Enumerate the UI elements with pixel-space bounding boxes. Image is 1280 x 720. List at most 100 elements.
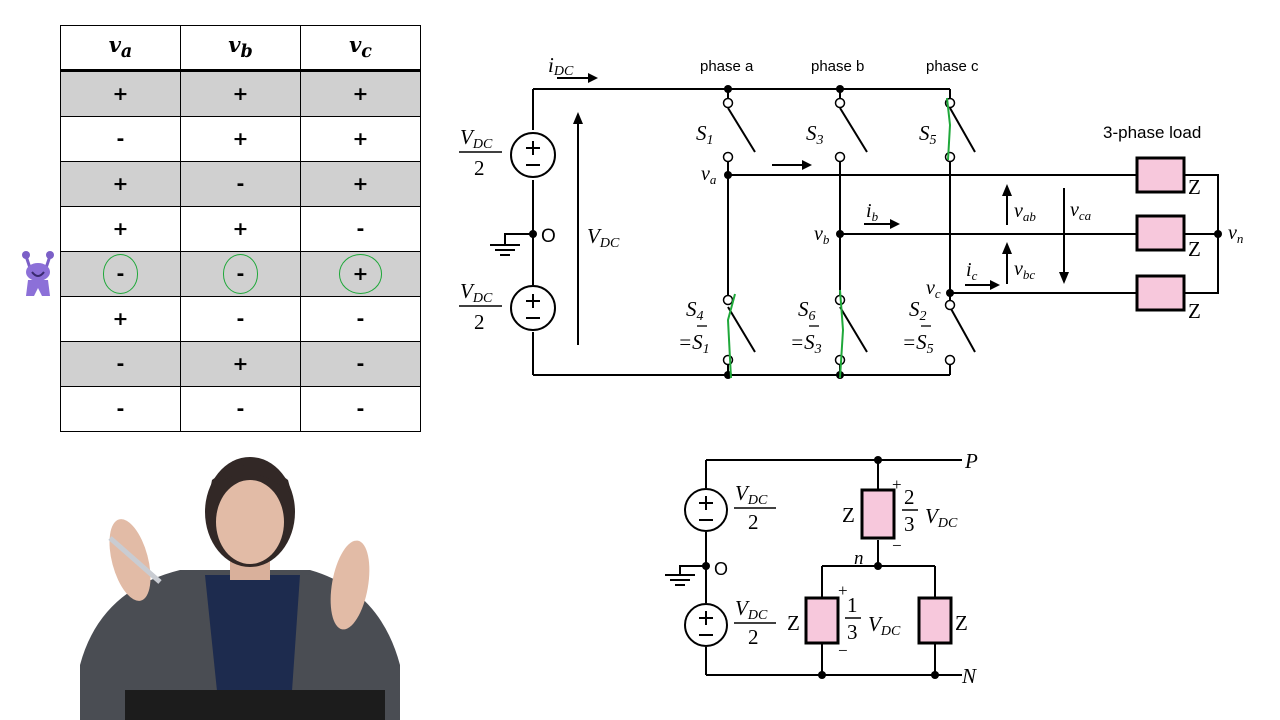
cell-sign: - <box>356 308 365 330</box>
switch-s1-label: S1 <box>696 121 714 148</box>
current-ic-label: ic <box>966 259 978 283</box>
source-lower-numerator: VDC <box>460 279 493 306</box>
cell-sign: - <box>116 398 125 420</box>
mascot-icon <box>22 251 54 296</box>
load-a-z-label: Z <box>1188 175 1201 199</box>
cell-sign: + <box>112 173 129 195</box>
table-cell: - <box>180 161 301 207</box>
table-cell: + <box>300 70 421 117</box>
current-ib-label: ib <box>866 200 879 224</box>
table-row: + - - <box>60 296 421 342</box>
presenter-left-hand <box>109 519 151 601</box>
eq-ground-label: O <box>714 559 728 579</box>
table-cell: + <box>300 161 421 207</box>
table-cell: - <box>60 341 181 387</box>
switching-state-table: va vb vc +++-+++-+++---++---+---- <box>60 25 421 432</box>
switch-s6-label: S6 <box>798 297 816 324</box>
eq-source-lower-num: VDC <box>735 596 768 623</box>
lower-voltage-v: VDC <box>868 612 901 639</box>
load-label: 3-phase load <box>1103 123 1201 142</box>
cell-sign: - <box>116 128 125 150</box>
upper-minus-sign: − <box>892 536 902 555</box>
neutral-n-label: n <box>854 548 864 569</box>
cell-sign: + <box>232 128 249 150</box>
load-b-box <box>1135 214 1186 252</box>
switch-s4-label: S4 <box>686 297 704 324</box>
header-vc: vc <box>300 25 421 72</box>
upper-plus-sign: + <box>892 475 902 494</box>
switch-s5-label: S5 <box>919 121 937 148</box>
laptop <box>125 690 385 720</box>
cell-sign: - <box>222 254 259 294</box>
table-header-row: va vb vc <box>60 25 421 72</box>
table-row: + + + <box>60 70 421 117</box>
presenter-face <box>216 480 284 564</box>
lower-voltage-den: 3 <box>847 620 858 644</box>
vdc-label: VDC <box>587 224 620 251</box>
cell-sign: + <box>352 83 369 105</box>
switch-s2-equation: =S5 <box>902 330 934 357</box>
cell-sign: + <box>112 218 129 240</box>
rail-n-label: N <box>961 664 977 688</box>
header-va: va <box>60 25 181 72</box>
table-cell: + <box>300 116 421 162</box>
eq-source-lower-den: 2 <box>748 625 759 649</box>
load-c-z-label: Z <box>1188 299 1201 323</box>
table-cell: - <box>300 206 421 252</box>
node-va-label: va <box>701 163 717 187</box>
node-vb-label: vb <box>814 223 830 247</box>
cell-sign: - <box>356 398 365 420</box>
cell-sign: - <box>236 173 245 195</box>
source-upper-numerator: VDC <box>460 125 493 152</box>
load-b-z-label: Z <box>1188 237 1201 261</box>
lower-voltage-num: 1 <box>847 593 858 617</box>
lower-minus-sign: − <box>838 641 848 660</box>
table-cell: + <box>180 206 301 252</box>
eq-load-lower-left-z: Z <box>787 611 800 635</box>
header-vb: vb <box>180 25 301 72</box>
cell-sign: + <box>232 83 249 105</box>
switch-s6-equation: =S3 <box>790 330 822 357</box>
table-cell: + <box>60 161 181 207</box>
switch-s2-label: S2 <box>909 297 927 324</box>
cell-sign: + <box>112 308 129 330</box>
cell-sign: + <box>232 353 249 375</box>
eq-load-lower-right <box>917 596 953 645</box>
table-cell: - <box>180 386 301 432</box>
equivalent-circuit-diagram: VDC 2 VDC 2 O P N n Z Z Z + − + − 2 3 VD… <box>665 449 978 688</box>
table-row: ++- <box>60 206 421 252</box>
phase-c-label: phase c <box>926 58 979 75</box>
presenter-blouse <box>205 575 300 720</box>
idc-label: iDC <box>548 53 574 79</box>
eq-load-upper <box>860 488 896 540</box>
ground-node-label: O <box>541 226 556 247</box>
dc-source-lower <box>510 285 556 331</box>
inverter-circuit-diagram: phase a phase b phase c 3-phase load iDC… <box>459 53 1243 379</box>
eq-load-upper-z: Z <box>842 503 855 527</box>
table-cell: - <box>60 116 181 162</box>
table-cell: + <box>60 206 181 252</box>
stylus-pen-icon <box>108 536 162 584</box>
eq-source-upper-den: 2 <box>748 510 759 534</box>
annotation-strokes <box>726 97 952 379</box>
cell-sign: + <box>352 173 369 195</box>
presenter-right-hand <box>330 540 370 630</box>
cell-sign: - <box>356 353 365 375</box>
node-vn-label: vn <box>1228 222 1243 246</box>
lower-plus-sign: + <box>838 581 848 600</box>
eq-source-upper-num: VDC <box>735 481 768 508</box>
table-row: --+ <box>60 251 421 297</box>
upper-voltage-v: VDC <box>925 504 958 531</box>
table-cell: - <box>180 251 301 297</box>
upper-voltage-den: 3 <box>904 512 915 536</box>
cell-sign: - <box>236 308 245 330</box>
table-cell: + <box>60 296 181 342</box>
table-row: + - + <box>60 161 421 207</box>
voltage-vbc-label: vbc <box>1014 258 1035 282</box>
node-vc-label: vc <box>926 277 941 301</box>
cell-sign: + <box>112 83 129 105</box>
table-row: - + - <box>60 341 421 387</box>
table-cell: - <box>180 296 301 342</box>
table-cell: - <box>300 296 421 342</box>
cell-sign: - <box>236 398 245 420</box>
